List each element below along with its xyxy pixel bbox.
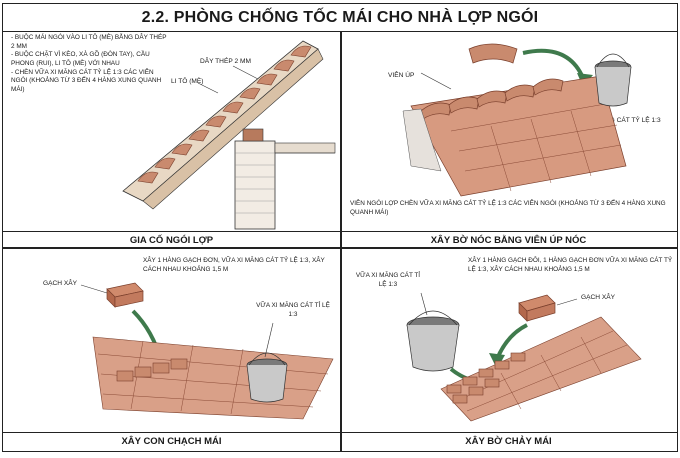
mortar-label: VỮA XI MĂNG CÁT TỈ LỆ 1:3 <box>355 272 421 288</box>
roof-structure-illustration <box>122 40 336 230</box>
caption-rule <box>3 231 340 232</box>
eave-wall-illustration <box>406 292 642 422</box>
bucket-icon <box>246 352 288 403</box>
bucket-icon <box>594 53 632 107</box>
title-bar: 2.2. PHÒNG CHỐNG TỐC MÁI CHO NHÀ LỢP NGÓ… <box>3 4 677 32</box>
ridge-tile-label: VIÊN ÚP <box>388 72 415 79</box>
note-item: - BUỘC MÁI NGÓI VÀO LI TÔ (MÈ) BẰNG DÂY … <box>11 34 167 50</box>
notes-top-left: - BUỘC MÁI NGÓI VÀO LI TÔ (MÈ) BẰNG DÂY … <box>11 34 171 94</box>
ridge-wall-illustration <box>80 282 334 420</box>
caption-rule <box>340 432 677 433</box>
note-bottom-left: XÂY 1 HÀNG GẠCH ĐƠN, VỮA XI MĂNG CÁT TỶ … <box>143 257 325 273</box>
caption-bottom-right: XÂY BỜ CHẢY MÁI <box>465 436 552 447</box>
brick-label: GẠCH XÂY <box>581 294 616 301</box>
instruction-sheet: 2.2. PHÒNG CHỐNG TỐC MÁI CHO NHÀ LỢP NGÓ… <box>2 3 678 452</box>
note-top-right: VIÊN NGÓI LỢP CHÈN VỮA XI MĂNG CÁT TỶ LỆ… <box>350 200 666 216</box>
caption-top-right: XÂY BỜ NÓC BẰNG VIÊN ÚP NÓC <box>430 235 587 246</box>
caption-bottom-left: XÂY CON CHẠCH MÁI <box>121 436 222 447</box>
bucket-icon <box>406 310 460 372</box>
page-title: 2.2. PHÒNG CHỐNG TỐC MÁI CHO NHÀ LỢP NGÓ… <box>141 8 539 26</box>
panel-divider-horizontal <box>3 247 677 249</box>
brick-icon <box>518 294 556 322</box>
caption-rule <box>3 432 340 433</box>
wire-label: DÂY THÉP 2 mm <box>200 58 251 65</box>
panel-divider-vertical <box>340 31 342 451</box>
ridge-tile-illustration <box>402 43 632 197</box>
batten-label: LI TÔ (MÈ) <box>171 78 204 85</box>
caption-rule <box>340 231 677 232</box>
mortar-label: VỮA XI MĂNG CÁT TỈ LỆ 1:3 <box>256 302 330 318</box>
mortar-label: VỮA XI MĂNG CÁT TỶ LỆ 1:3 <box>571 117 661 124</box>
note-item: - BUỘC CHẶT VÌ KÈO, XÀ GỒ (ĐÒN TAY), CẦU… <box>11 51 150 67</box>
brick-icon <box>106 282 144 308</box>
note-item: - CHÈN VỮA XI MĂNG CÁT TỶ LỆ 1:3 CÁC VIÊ… <box>11 68 162 93</box>
note-bottom-right: XÂY 1 HÀNG GẠCH ĐÔI, 1 HÀNG GẠCH ĐƠN VỮA… <box>468 257 673 273</box>
brick-label: GẠCH XÂY <box>43 280 78 287</box>
caption-top-left: GIA CỐ NGÓI LỢP <box>129 235 214 246</box>
